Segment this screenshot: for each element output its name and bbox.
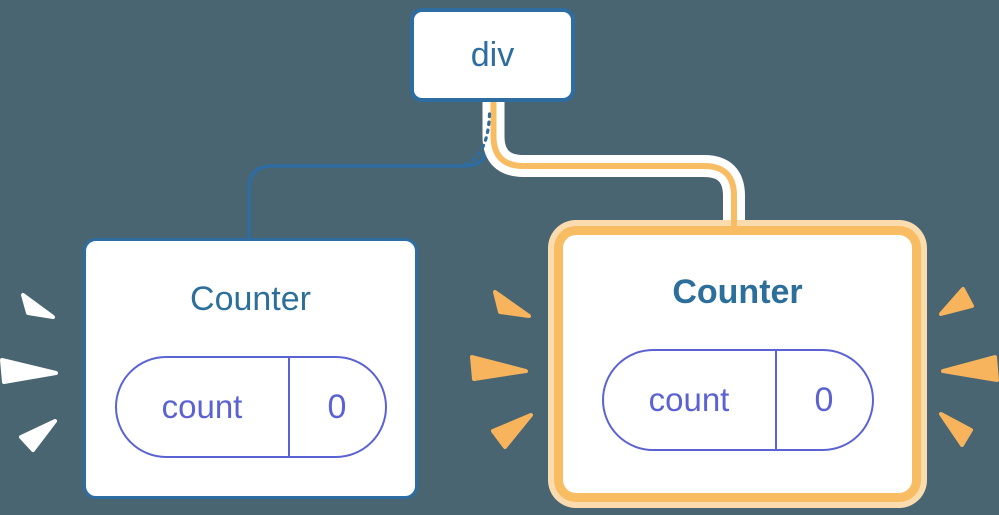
- div-node-label: div: [470, 35, 515, 74]
- sparkle-orange-right-top-icon: [939, 287, 974, 316]
- pipe-div-to-right-counter-casing: [482, 101, 745, 240]
- sparkle-orange-right-middle-icon: [941, 355, 999, 382]
- sparkle-orange-left-top-icon: [493, 290, 531, 318]
- edge-blue-hidden-dashes: [460, 112, 492, 168]
- state-pill: count 0: [601, 349, 874, 451]
- pipe-div-to-right-counter-core: [490, 101, 737, 240]
- pipe-glow-joint: [731, 216, 737, 229]
- state-value: 0: [327, 387, 347, 426]
- state-key: count: [117, 358, 290, 456]
- sparkle-orange-left-bottom-icon: [491, 413, 533, 449]
- counter-title: Counter: [672, 273, 803, 311]
- div-node: div: [410, 8, 575, 102]
- sparkle-white-bottom-icon: [19, 419, 57, 452]
- sparkle-orange-left-middle-icon: [470, 355, 528, 381]
- sparkle-white-top-icon: [21, 293, 55, 319]
- sparkle-orange-right-bottom-icon: [939, 412, 973, 447]
- state-value: 0: [814, 380, 834, 419]
- edge-div-to-left-counter: [247, 101, 489, 246]
- sparkle-white-middle-icon: [0, 358, 58, 384]
- counter-card-right: Counter count 0: [563, 235, 912, 493]
- state-pill: count 0: [114, 356, 387, 458]
- counter-card-left: Counter count 0: [83, 238, 418, 499]
- state-key: count: [604, 351, 777, 449]
- counter-title: Counter: [190, 280, 311, 318]
